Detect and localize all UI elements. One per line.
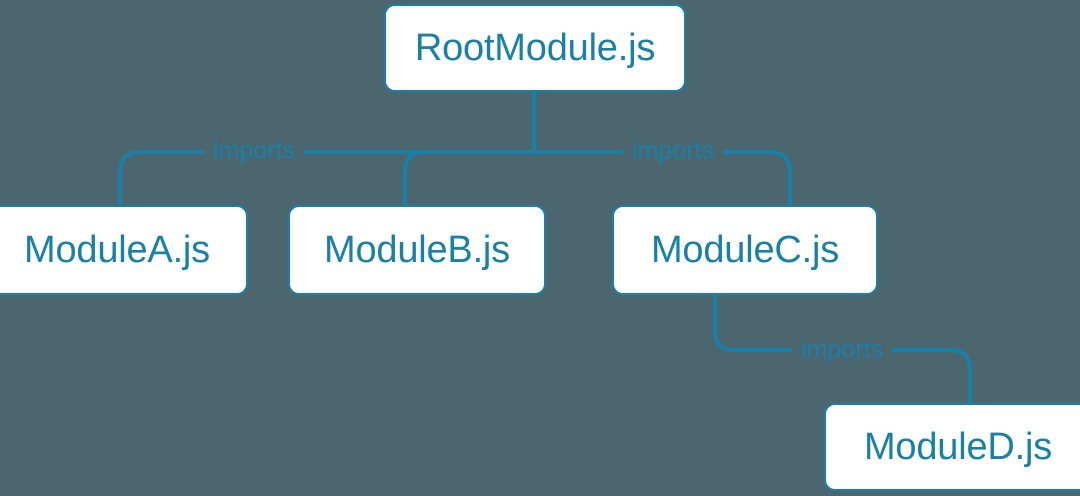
node-module-c[interactable]: ModuleC.js — [612, 205, 878, 295]
edge-root-to-moduleA — [118, 150, 536, 207]
node-module-b[interactable]: ModuleB.js — [288, 205, 546, 295]
node-label-root-module: RootModule.js — [414, 27, 656, 69]
edge-root-to-moduleC — [532, 150, 792, 207]
edge-root-to-moduleB — [403, 150, 536, 207]
node-module-a[interactable]: ModuleA.js — [0, 205, 248, 295]
node-label-module-d: ModuleD.js — [863, 426, 1053, 468]
node-label-module-b: ModuleB.js — [324, 229, 510, 271]
node-root-module[interactable]: RootModule.js — [384, 4, 686, 92]
edge-label-module-c-to-module-d: imports — [792, 337, 892, 363]
edge-label-root-to-module-c: imports — [623, 138, 723, 164]
node-label-module-c: ModuleC.js — [650, 229, 840, 271]
node-module-d[interactable]: ModuleD.js — [824, 403, 1080, 491]
edge-label-root-to-module-a: imports — [204, 138, 304, 164]
node-label-module-a: ModuleA.js — [24, 229, 210, 271]
